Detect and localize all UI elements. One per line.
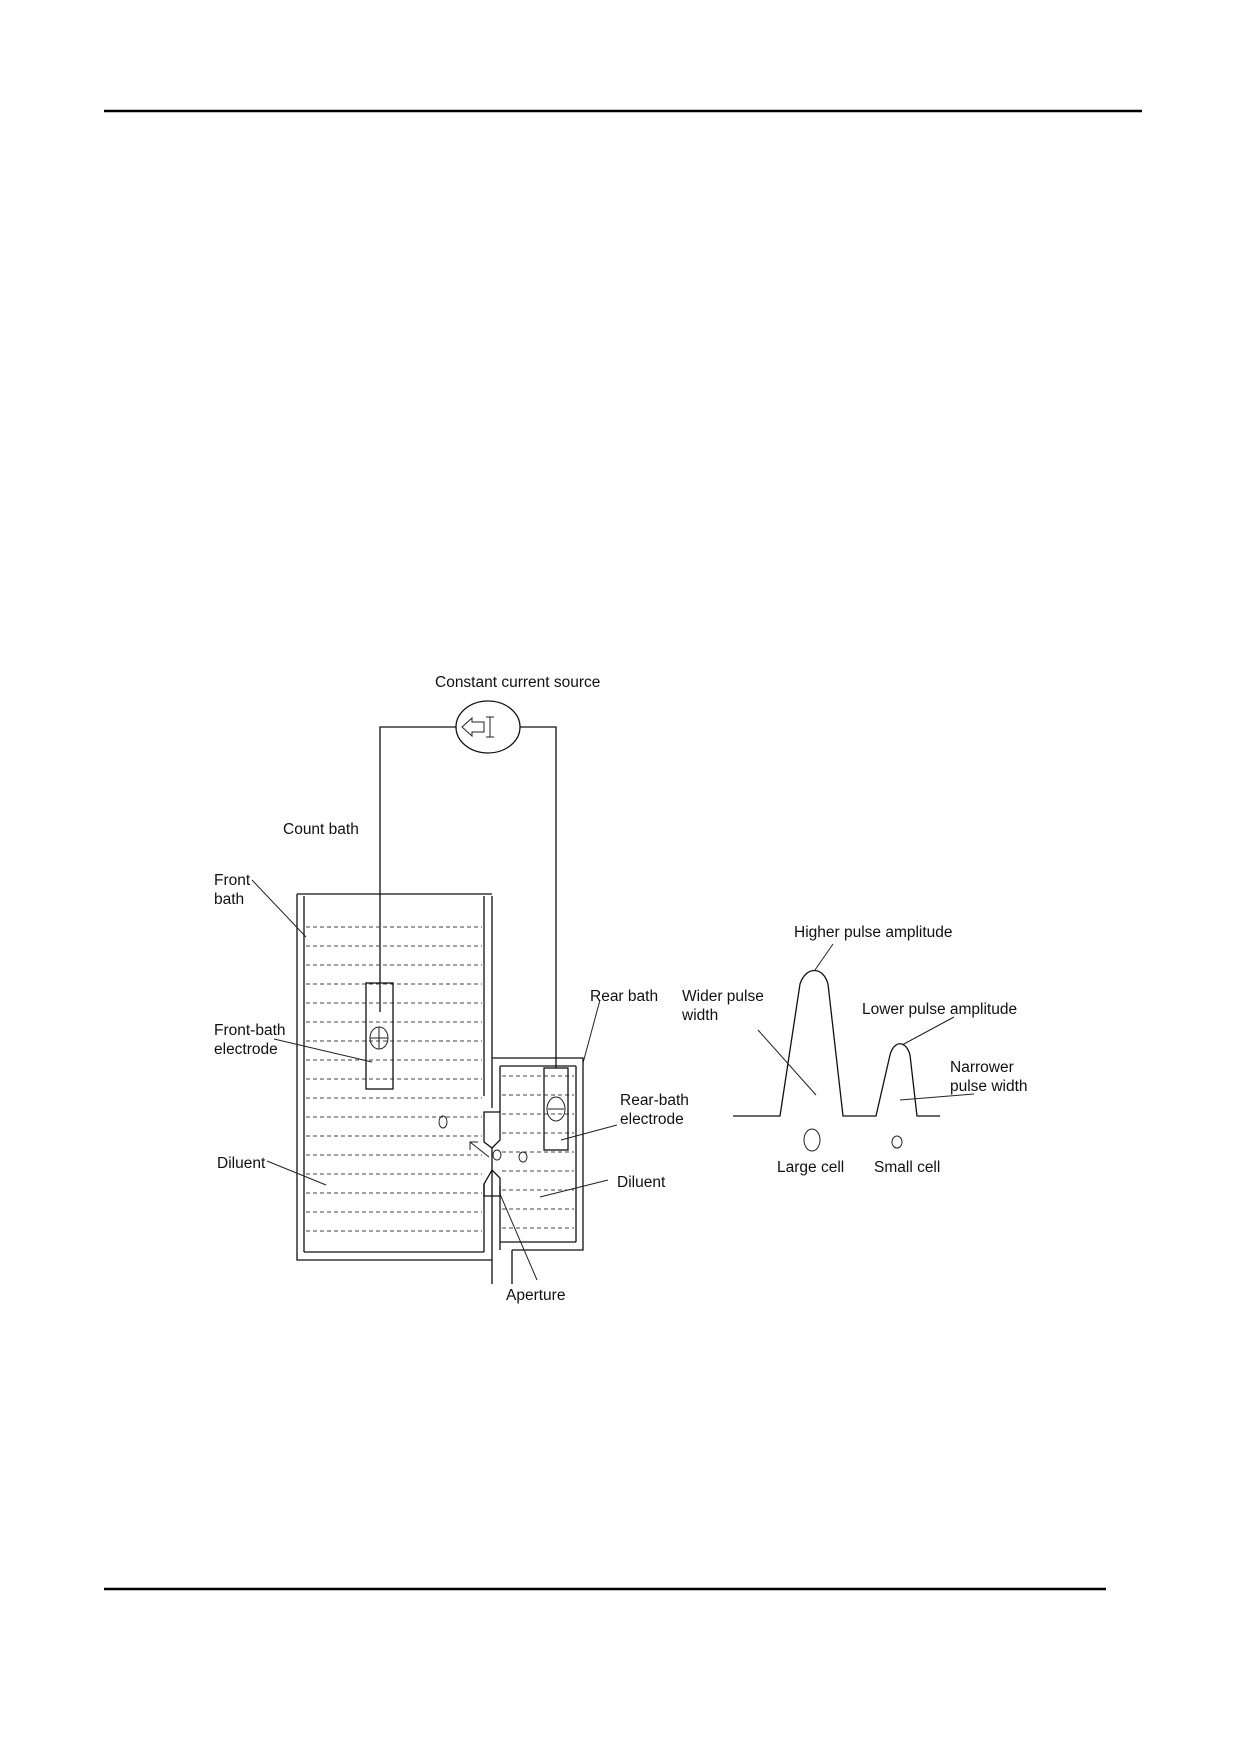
circuit-wires <box>379 726 557 1068</box>
pulse-leaders <box>757 943 975 1101</box>
front-electrode <box>365 982 394 1090</box>
label-lower-pulse-amplitude: Lower pulse amplitude <box>862 1001 1017 1018</box>
label-small-cell: Small cell <box>874 1159 940 1176</box>
label-rear-bath: Rear bath <box>590 988 658 1005</box>
label-diluent-front: Diluent <box>217 1155 266 1172</box>
label-large-cell: Large cell <box>777 1159 844 1176</box>
label-rear-electrode-line1: Rear-bath <box>620 1092 689 1109</box>
label-front-bath-line2: bath <box>214 891 244 908</box>
large-cell-icon <box>803 1128 821 1152</box>
aperture-wedges <box>483 1111 501 1197</box>
label-diluent-rear: Diluent <box>617 1174 666 1191</box>
label-front-electrode-line1: Front-bath <box>214 1022 286 1039</box>
front-bath <box>296 893 584 1261</box>
label-constant-current-source: Constant current source <box>435 674 600 691</box>
label-front-electrode-line2: electrode <box>214 1041 278 1058</box>
leader-lines <box>251 879 618 1281</box>
label-wider-pulse-width-line1: Wider pulse <box>682 988 764 1005</box>
plus-icon <box>369 1026 389 1050</box>
rear-bath <box>491 1065 577 1284</box>
small-cell-icon <box>891 1135 903 1149</box>
label-front-bath-line1: Front <box>214 872 251 889</box>
label-wider-pulse-width-line2: width <box>681 1007 718 1024</box>
label-aperture: Aperture <box>506 1287 565 1304</box>
rear-diluent-lines <box>502 1075 574 1229</box>
label-narrower-pulse-width-line1: Narrower <box>950 1059 1014 1076</box>
minus-icon <box>546 1096 566 1122</box>
front-diluent-lines <box>306 926 482 1232</box>
label-count-bath: Count bath <box>283 821 359 838</box>
current-source-icon <box>455 700 521 754</box>
pulse-waveform <box>733 969 940 1117</box>
rear-electrode <box>543 1067 569 1151</box>
label-higher-pulse-amplitude: Higher pulse amplitude <box>794 924 953 941</box>
flow-arrow-icon <box>469 1141 490 1158</box>
label-narrower-pulse-width-line2: pulse width <box>950 1078 1028 1095</box>
label-rear-electrode-line2: electrode <box>620 1111 684 1128</box>
bath-cells <box>438 1115 528 1163</box>
